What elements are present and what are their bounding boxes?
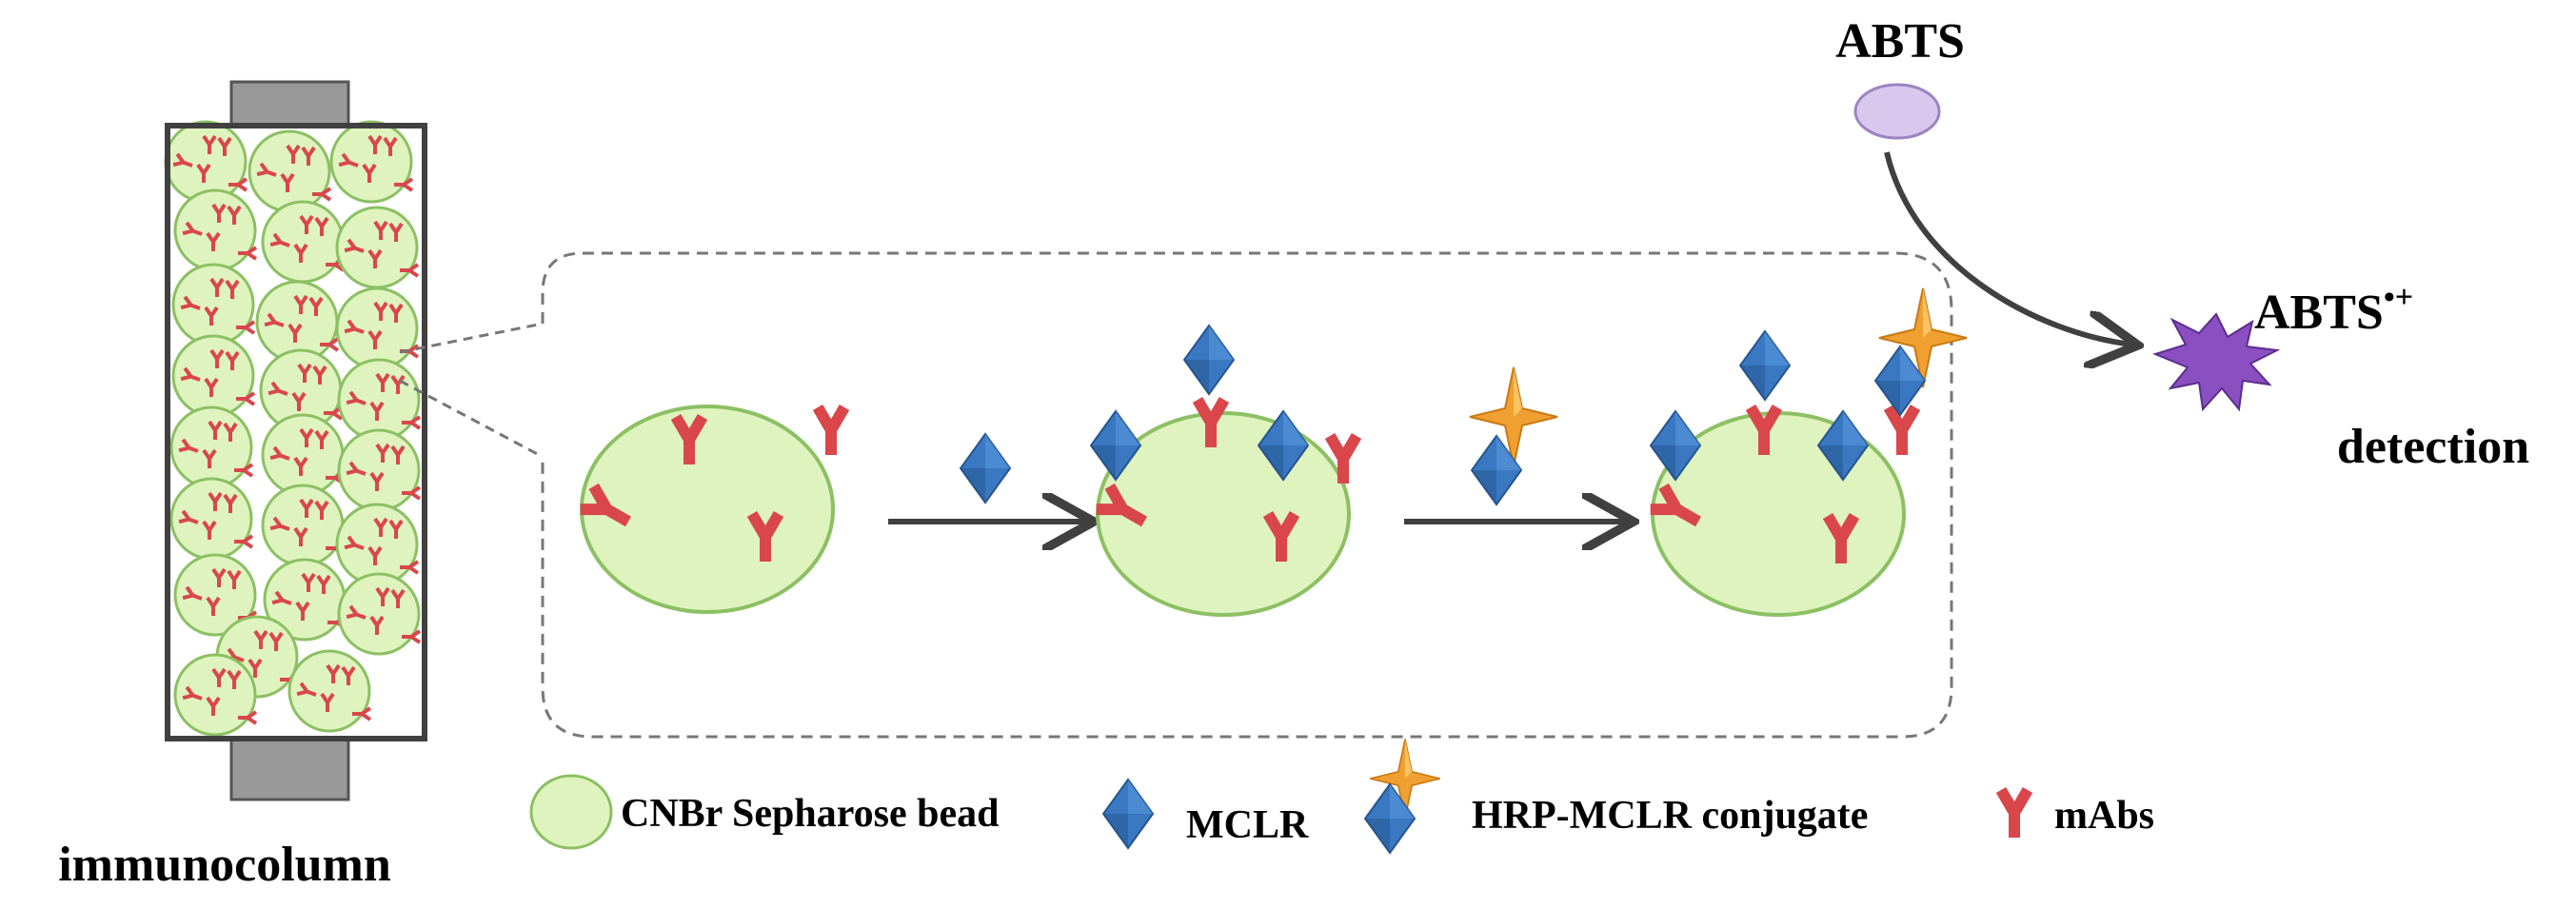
abts-radical-label: ABTS•+ <box>2254 280 2413 340</box>
zoom-callout-outline <box>541 251 1953 739</box>
stage-1-bead-with-mabs <box>580 405 844 614</box>
bead <box>580 405 835 614</box>
stage-3-bead-with-conjugate <box>1651 287 1968 617</box>
immunocolumn: immunocolumn <box>58 80 427 892</box>
abts-radical-superscript: •+ <box>2384 280 2413 315</box>
abts-reaction: ABTS ABTS•+ detection <box>1835 14 2529 474</box>
legend-mabs-label: mAbs <box>2054 794 2154 838</box>
immunocolumn-label: immunocolumn <box>58 838 391 892</box>
packed-beads <box>166 122 420 735</box>
column-bottom-cap <box>229 737 350 801</box>
legend-mabs-icon <box>2001 790 2028 838</box>
mclr-diamond-icon <box>1183 325 1235 395</box>
antibody-y-icon <box>818 407 844 455</box>
abts-ellipse-icon <box>1853 83 1941 140</box>
mclr-diamond-icon <box>960 433 1011 504</box>
legend-bead-label: CNBr Sepharose bead <box>621 792 1000 836</box>
column-top-cap <box>229 80 350 128</box>
abts-radical-burst-icon <box>2152 312 2281 412</box>
legend: CNBr Sepharose bead MCLR HRP-MCLR conjug… <box>529 738 2154 854</box>
legend-mclr-diamond-icon <box>1102 779 1154 849</box>
legend-conjugate-icon <box>1364 738 1441 854</box>
zoom-connector-bottom <box>399 379 544 459</box>
legend-conjugate-label: HRP-MCLR conjugate <box>1472 794 1868 838</box>
column-body <box>165 123 427 741</box>
antibody-y-icon <box>1889 407 1915 455</box>
legend-bead-icon <box>529 774 613 850</box>
detection-label: detection <box>2337 420 2529 474</box>
abts-label: ABTS <box>1835 14 1965 69</box>
hrp-mclr-conjugate-icon <box>1469 366 1558 505</box>
reaction-arrow <box>1884 151 2132 345</box>
mclr-diamond-icon <box>1739 330 1791 401</box>
zoom-connector-top <box>399 322 544 354</box>
stage-2-bead-bound-mclr <box>1090 325 1357 617</box>
legend-mclr-label: MCLR <box>1186 803 1309 847</box>
